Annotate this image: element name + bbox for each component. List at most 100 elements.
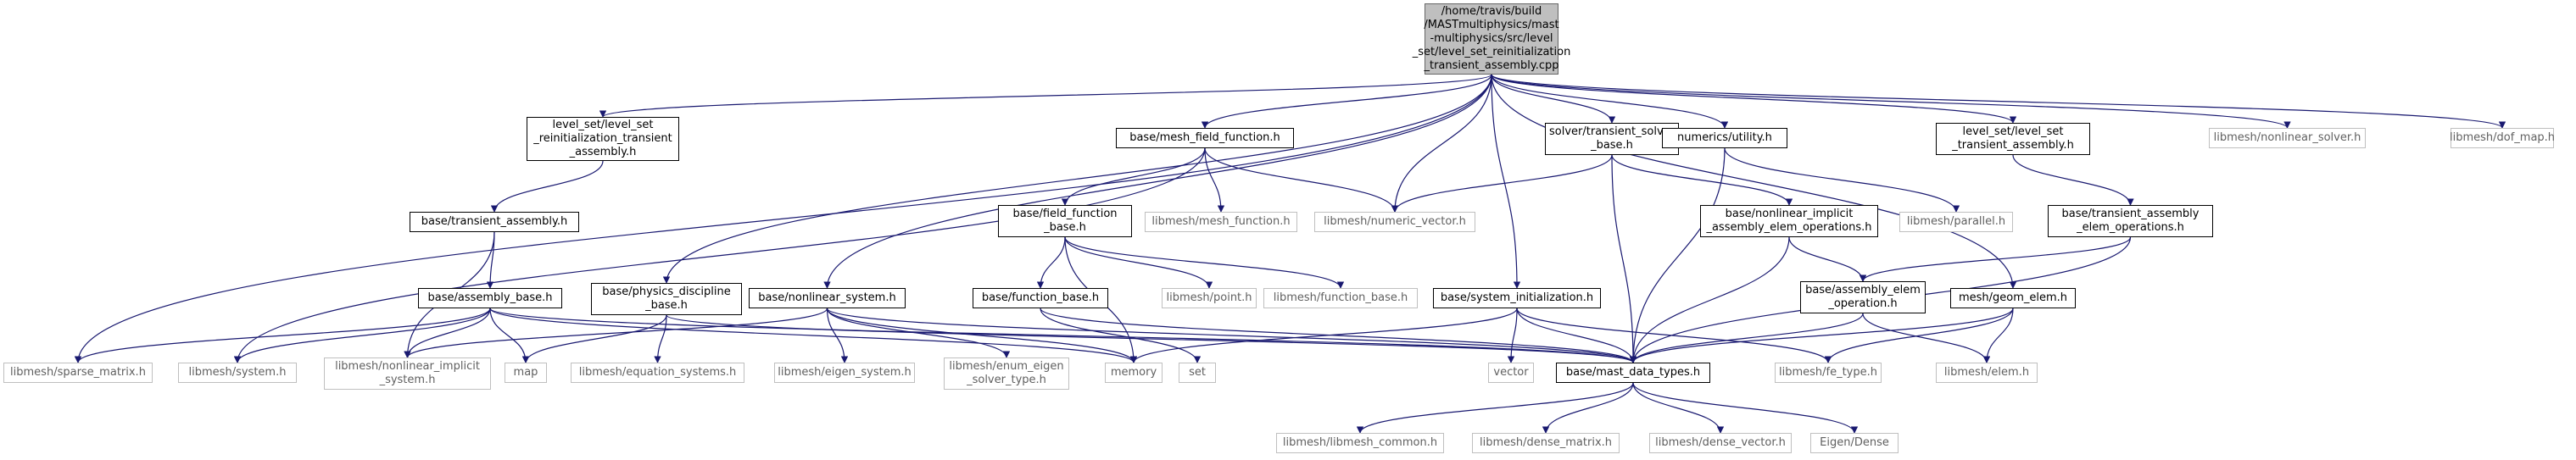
graph-node-map[interactable]: map xyxy=(505,363,547,383)
graph-edge-mff-to-meshfn xyxy=(1204,147,1225,213)
graph-edge-ffb-to-fb xyxy=(1036,236,1066,289)
graph-edge-pdb-to-mdt xyxy=(666,314,1636,363)
graph-edge-ffb-to-lfb xyxy=(1064,236,1345,289)
graph-edge-root-to-numvec xyxy=(1391,74,1492,213)
graph-edge-mdt-to-eigen xyxy=(1632,382,1859,434)
graph-edge-util-to-parallel xyxy=(1724,147,1960,213)
graph-edge-ab-to-nlis xyxy=(404,308,491,358)
graph-node-dofmap[interactable]: libmesh/dof_map.h xyxy=(2450,128,2555,148)
graph-node-mdt[interactable]: base/mast_data_types.h xyxy=(1556,363,1710,383)
graph-edge-root-to-pdb xyxy=(662,74,1492,284)
graph-edge-fb-to-set xyxy=(1040,308,1202,363)
graph-node-lsrta[interactable]: level_set/level_set _reinitialization_tr… xyxy=(527,117,679,161)
graph-edge-ffb-to-point xyxy=(1064,236,1213,289)
graph-node-common[interactable]: libmesh/libmesh_common.h xyxy=(1276,433,1444,453)
graph-node-elem[interactable]: libmesh/elem.h xyxy=(1936,363,2038,383)
graph-edge-root-to-mff xyxy=(1201,74,1492,129)
graph-node-dmat[interactable]: libmesh/dense_matrix.h xyxy=(1472,433,1620,453)
graph-node-nlsys[interactable]: base/nonlinear_system.h xyxy=(749,288,906,308)
graph-edge-nliaeo-to-aeo xyxy=(1788,236,1867,282)
graph-edge-mdt-to-common xyxy=(1356,382,1634,434)
graph-edge-nlsys-to-nlis xyxy=(404,308,828,358)
graph-node-eigsys[interactable]: libmesh/eigen_system.h xyxy=(774,363,915,383)
graph-edge-fb-to-mdt xyxy=(1040,308,1637,363)
graph-edge-root-to-dofmap xyxy=(1491,74,2506,129)
graph-node-sysinit[interactable]: base/system_initialization.h xyxy=(1433,288,1601,308)
graph-node-sparse[interactable]: libmesh/sparse_matrix.h xyxy=(3,363,153,383)
graph-node-nliaeo[interactable]: base/nonlinear_implicit _assembly_elem_o… xyxy=(1700,205,1878,237)
graph-edge-mff-to-numvec xyxy=(1204,147,1399,213)
graph-edge-taeo-to-aeo xyxy=(1859,236,2132,282)
graph-edge-mff-to-ffb xyxy=(1061,147,1206,206)
graph-edge-solver-to-nliaeo xyxy=(1611,154,1793,206)
graph-node-ta[interactable]: base/transient_assembly.h xyxy=(410,212,579,232)
graph-node-fb[interactable]: base/function_base.h xyxy=(973,288,1108,308)
graph-edge-geom-to-mdt xyxy=(1629,308,2014,363)
graph-node-lsta[interactable]: level_set/level_set _transient_assembly.… xyxy=(1936,123,2090,155)
graph-edge-geom-to-elem xyxy=(1982,308,2014,363)
graph-edge-util-to-mdt xyxy=(1629,147,1726,363)
graph-edge-ab-to-system xyxy=(233,308,491,363)
graph-node-dvec[interactable]: libmesh/dense_vector.h xyxy=(1649,433,1792,453)
graph-node-pdb[interactable]: base/physics_discipline _base.h xyxy=(591,283,742,315)
graph-edge-root-to-nlsys xyxy=(823,74,1492,289)
graph-node-fetype[interactable]: libmesh/fe_type.h xyxy=(1775,363,1882,383)
graph-node-vector[interactable]: vector xyxy=(1488,363,1534,383)
graph-node-lfb[interactable]: libmesh/function_base.h xyxy=(1263,288,1418,308)
graph-node-util[interactable]: numerics/utility.h xyxy=(1662,128,1787,148)
graph-node-ffb[interactable]: base/field_function _base.h xyxy=(998,205,1132,237)
graph-edge-mdt-to-dmat xyxy=(1542,382,1634,434)
graph-edge-nlsys-to-mdt xyxy=(826,308,1636,363)
graph-edge-mdt-to-dvec xyxy=(1632,382,1725,434)
graph-edge-lsrta-to-ta xyxy=(490,160,604,213)
graph-edge-aeo-to-elem xyxy=(1862,313,1991,363)
graph-edge-root-to-lsta xyxy=(1491,74,2017,124)
graph-edge-pdb-to-map xyxy=(521,314,667,363)
graph-node-nlsolver[interactable]: libmesh/nonlinear_solver.h xyxy=(2209,128,2366,148)
graph-edge-mff-to-system xyxy=(233,147,1206,363)
graph-edge-root-to-nlsolver xyxy=(1491,74,2291,129)
graph-node-system[interactable]: libmesh/system.h xyxy=(178,363,297,383)
graph-edge-ab-to-memory xyxy=(489,308,1138,363)
graph-node-eigen[interactable]: Eigen/Dense xyxy=(1810,433,1899,453)
graph-edge-solver-to-numvec xyxy=(1391,154,1613,213)
graph-edge-solver-to-mdt xyxy=(1611,154,1637,363)
graph-node-eest[interactable]: libmesh/enum_eigen _solver_type.h xyxy=(944,357,1069,390)
graph-edge-ab-to-mdt xyxy=(489,308,1636,363)
graph-edge-sysinit-to-fetype xyxy=(1516,308,1832,363)
graph-edge-geom-to-fetype xyxy=(1824,308,2014,363)
graph-node-geom[interactable]: mesh/geom_elem.h xyxy=(1950,288,2076,308)
graph-node-nlis[interactable]: libmesh/nonlinear_implicit _system.h xyxy=(324,357,491,390)
graph-edge-sysinit-to-memory xyxy=(1129,308,1518,363)
graph-edge-root-to-geom xyxy=(1491,74,2017,289)
graph-edge-nliaeo-to-mdt xyxy=(1629,236,1790,363)
graph-edge-root-to-solver xyxy=(1491,74,1616,124)
graph-edge-root-to-util xyxy=(1491,74,1729,129)
graph-node-mff[interactable]: base/mesh_field_function.h xyxy=(1116,128,1294,148)
graph-node-taeo[interactable]: base/transient_assembly _elem_operations… xyxy=(2048,205,2213,237)
graph-node-eqsys[interactable]: libmesh/equation_systems.h xyxy=(571,363,744,383)
graph-edge-sysinit-to-vector xyxy=(1507,308,1518,363)
graph-node-parallel[interactable]: libmesh/parallel.h xyxy=(1899,212,2013,232)
graph-node-meshfn[interactable]: libmesh/mesh_function.h xyxy=(1145,212,1297,232)
graph-node-point[interactable]: libmesh/point.h xyxy=(1162,288,1257,308)
graph-node-set[interactable]: set xyxy=(1179,363,1216,383)
graph-edge-pdb-to-eqsys xyxy=(654,314,667,363)
graph-edge-sysinit-to-mdt xyxy=(1516,308,1637,363)
graph-node-ab[interactable]: base/assembly_base.h xyxy=(418,288,562,308)
graph-node-numvec[interactable]: libmesh/numeric_vector.h xyxy=(1314,212,1475,232)
graph-edge-root-to-lsrta xyxy=(599,74,1492,118)
graph-edge-ab-to-map xyxy=(489,308,530,363)
graph-edge-aeo-to-mdt xyxy=(1629,313,1864,363)
graph-node-root[interactable]: /home/travis/build /MASTmultiphysics/mas… xyxy=(1413,3,1570,75)
graph-node-aeo[interactable]: base/assembly_elem _operation.h xyxy=(1800,281,1926,313)
graph-node-solver[interactable]: solver/transient_solver _base.h xyxy=(1545,123,1679,155)
graph-edge-nlsys-to-eest xyxy=(826,308,1011,358)
graph-edge-lsta-to-taeo xyxy=(2012,154,2134,206)
graph-edge-root-to-sysinit xyxy=(1491,74,1521,289)
graph-edge-nlsys-to-memory xyxy=(826,308,1138,363)
graph-edge-root-to-sparse xyxy=(74,74,1492,363)
graph-edge-nlsys-to-eigsys xyxy=(826,308,849,363)
graph-node-memory[interactable]: memory xyxy=(1105,363,1163,383)
